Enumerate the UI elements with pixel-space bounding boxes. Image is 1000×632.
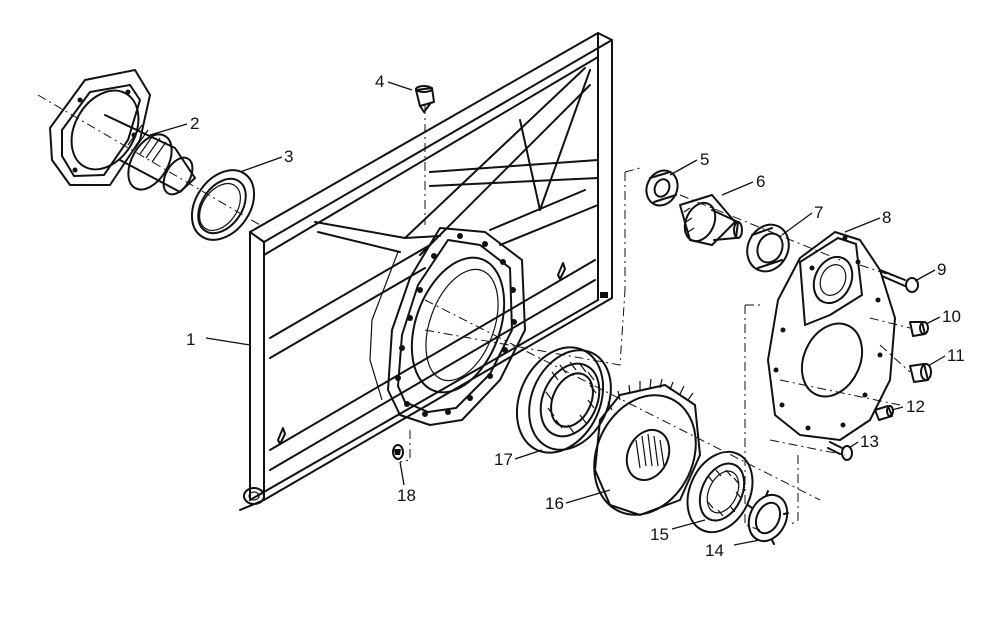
- frame-flange: [387, 227, 526, 426]
- part-12-pin: [874, 405, 894, 421]
- callout-3: 3: [284, 147, 293, 166]
- part-8-cover-plate: [767, 231, 896, 441]
- callout-1: 1: [186, 330, 195, 349]
- part-7-bearing: [746, 223, 790, 273]
- part-1-frame: [239, 32, 613, 511]
- callout-13: 13: [860, 432, 879, 451]
- part-2-flanged-shaft: [49, 69, 196, 196]
- leader-lines: [149, 81, 946, 546]
- callout-6: 6: [756, 172, 765, 191]
- callout-7: 7: [814, 203, 823, 222]
- center-lines: [37, 94, 911, 531]
- part-15-bearing: [686, 450, 754, 534]
- part-18-plug: [392, 444, 404, 460]
- part-11-plug: [909, 363, 932, 383]
- callout-15: 15: [650, 525, 669, 544]
- callout-10: 10: [942, 307, 961, 326]
- callout-2: 2: [190, 114, 199, 133]
- callout-4: 4: [375, 72, 384, 91]
- callout-16: 16: [545, 494, 564, 513]
- part-6-pinion: [679, 194, 743, 246]
- callout-9: 9: [937, 260, 946, 279]
- part-17-bearing: [515, 346, 612, 454]
- callout-8: 8: [882, 208, 891, 227]
- callout-11: 11: [947, 346, 965, 365]
- callout-17: 17: [494, 450, 513, 469]
- part-4-plug: [415, 85, 435, 113]
- part-9-screw: [879, 269, 919, 293]
- callout-labels: 1 2 3 4 5 6 7 8 9 10 11 12 13 14 15 16 1…: [186, 72, 965, 560]
- callout-18: 18: [397, 486, 416, 505]
- part-13-screw: [827, 441, 853, 461]
- part-16-gear: [593, 378, 701, 516]
- part-10-screw: [909, 321, 929, 337]
- part-3-seal-ring: [190, 169, 256, 241]
- callout-14: 14: [705, 541, 724, 560]
- callout-5: 5: [700, 150, 709, 169]
- callout-12: 12: [906, 397, 925, 416]
- part-5-bearing: [645, 169, 679, 207]
